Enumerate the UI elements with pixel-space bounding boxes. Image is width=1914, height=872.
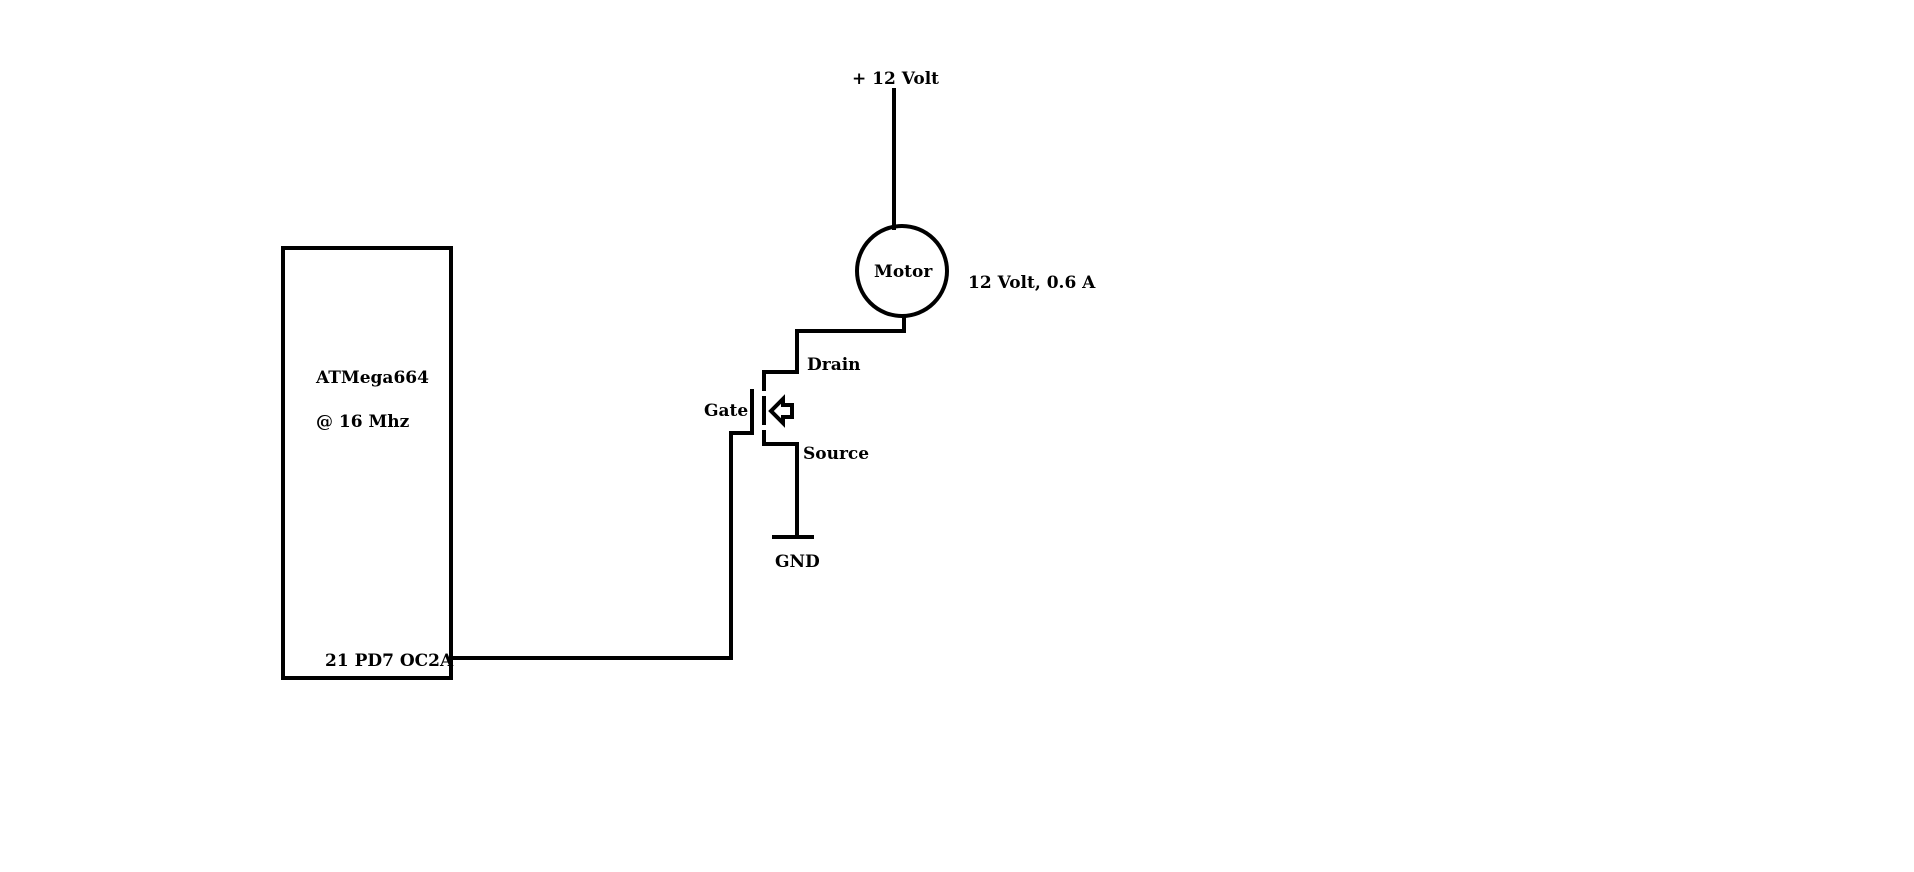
motor-rating-label: 12 Volt, 0.6 A — [968, 273, 1096, 293]
drain-label: Drain — [807, 355, 861, 375]
mosfet-symbol — [750, 370, 799, 446]
mcu-block — [281, 246, 453, 680]
mcu-name-label: ATMega664 — [315, 368, 429, 388]
mosfet-arrow-icon — [768, 394, 794, 428]
ground-label: GND — [775, 552, 820, 572]
supply-label: + 12 Volt — [852, 69, 939, 89]
source-label: Source — [803, 444, 869, 464]
motor-label: Motor — [874, 262, 933, 282]
motor-drain-wire — [762, 314, 906, 391]
gate-wire — [449, 431, 754, 660]
mcu-pin-label: 21 PD7 OC2A — [325, 651, 454, 671]
mcu-clock-label: @ 16 Mhz — [316, 412, 410, 432]
gate-label: Gate — [704, 401, 748, 421]
